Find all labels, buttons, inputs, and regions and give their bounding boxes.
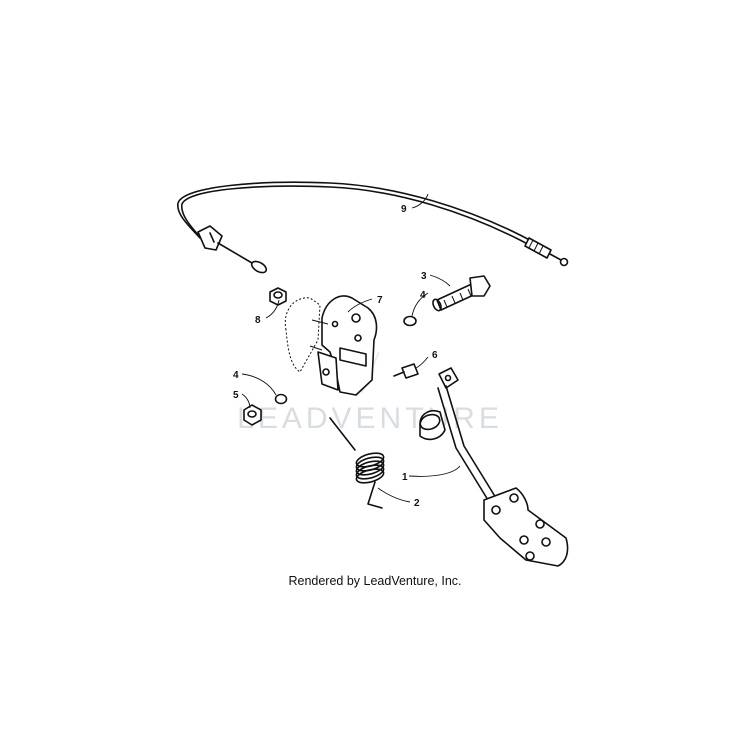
cable-part-9 — [177, 181, 569, 274]
gasket-outline — [284, 297, 321, 373]
watermark-text: LEADVENTURE — [237, 402, 503, 435]
callout-2: 2 — [414, 498, 420, 509]
callout-8: 8 — [255, 315, 261, 326]
callout-7: 7 — [377, 295, 383, 306]
callout-5: 5 — [233, 390, 239, 401]
nut-part-8 — [269, 287, 287, 306]
bolt-part-3 — [432, 275, 491, 312]
pedal-part-1 — [419, 367, 569, 567]
rendered-by-caption: Rendered by LeadVenture, Inc. — [288, 574, 462, 588]
callout-3: 3 — [421, 271, 427, 282]
bolt-part-6 — [393, 363, 419, 379]
callout-1: 1 — [402, 472, 408, 483]
leader-lines — [241, 193, 461, 503]
bracket-part-7 — [309, 295, 378, 396]
callout-9: 9 — [401, 204, 407, 215]
spring-part-2 — [329, 417, 385, 509]
nut-part-5 — [243, 404, 262, 426]
o-ring-part-4-lower — [274, 393, 288, 405]
callout-6: 6 — [432, 350, 438, 361]
callout-4-upper: 4 — [420, 290, 426, 301]
o-ring-part-4-upper — [403, 315, 417, 327]
callout-4-lower: 4 — [233, 370, 239, 381]
